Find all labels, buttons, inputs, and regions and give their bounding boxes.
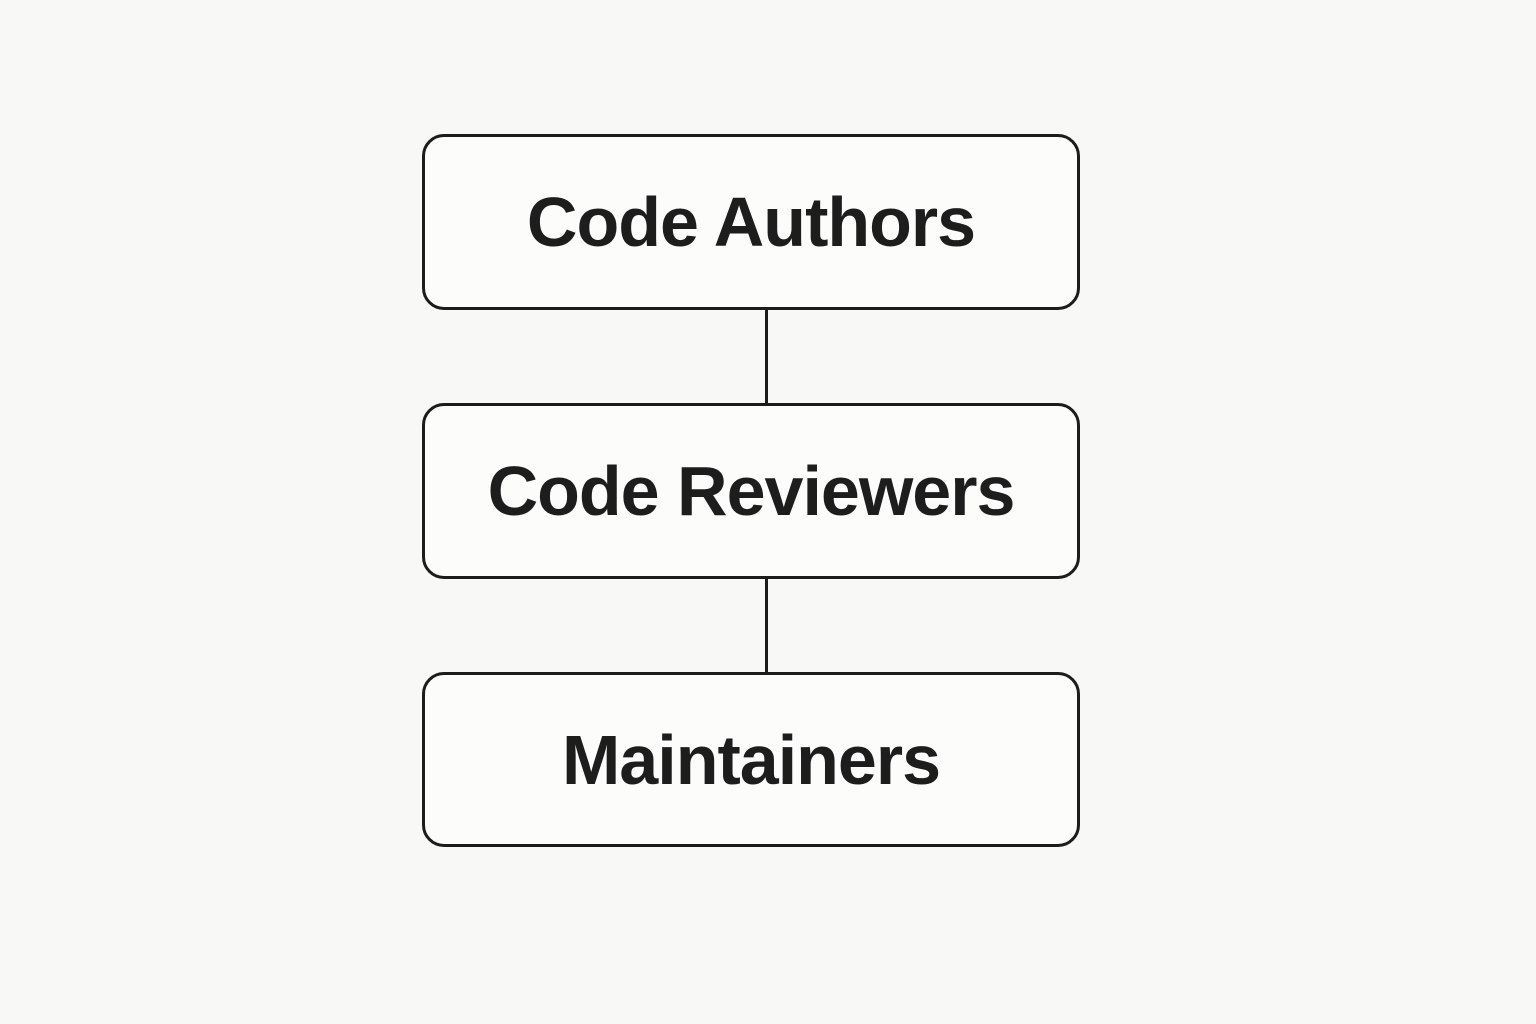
connector-reviewers-to-maintainers	[765, 577, 768, 674]
connector-authors-to-reviewers	[765, 308, 768, 405]
node-maintainers: Maintainers	[422, 672, 1080, 847]
node-code-authors-label: Code Authors	[526, 183, 976, 261]
node-code-authors: Code Authors	[422, 134, 1080, 310]
node-code-reviewers: Code Reviewers	[422, 403, 1080, 579]
node-code-reviewers-label: Code Reviewers	[487, 452, 1016, 530]
node-maintainers-label: Maintainers	[562, 720, 941, 799]
